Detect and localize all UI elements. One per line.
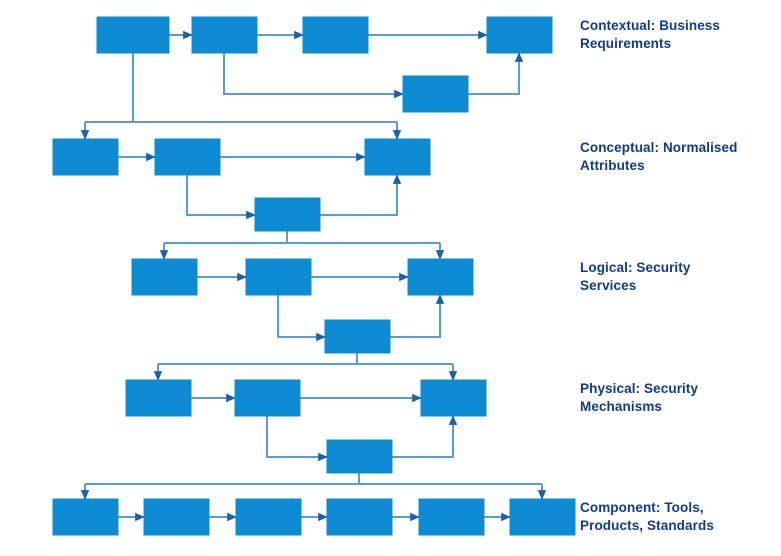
conceptual-box-1[interactable] [52, 138, 119, 176]
layer-label-physical: Physical: Security Mechanisms [580, 381, 699, 415]
box-layer [52, 16, 576, 536]
physical-box-1[interactable] [125, 379, 192, 417]
contextual-box-5[interactable] [402, 75, 469, 113]
logical-box-2[interactable] [245, 258, 312, 296]
conceptual-box-3[interactable] [364, 138, 431, 176]
layer-label-conceptual: Conceptual: Normalised Attributes [580, 140, 738, 174]
component-box-5[interactable] [418, 498, 485, 536]
component-box-4[interactable] [326, 498, 393, 536]
physical-box-4[interactable] [326, 439, 393, 474]
conn-phy-2-to-4 [266, 416, 328, 462]
conn-log-2-to-4 [277, 295, 326, 342]
conn-phy-4-to-3 [392, 415, 458, 458]
physical-box-3[interactable] [420, 379, 487, 417]
logical-box-1[interactable] [131, 258, 198, 296]
conceptual-box-4[interactable] [254, 197, 321, 232]
logical-box-3[interactable] [407, 258, 474, 296]
layer-label-contextual: Contextual: Business Requirements [580, 18, 721, 52]
contextual-box-3[interactable] [302, 16, 369, 54]
contextual-box-1[interactable] [96, 16, 170, 54]
conn-ctx-2-to-5 [223, 53, 404, 99]
conceptual-box-2[interactable] [154, 138, 221, 176]
logical-box-4[interactable] [324, 319, 391, 354]
conn-con-4-to-3 [320, 174, 402, 216]
physical-box-2[interactable] [234, 379, 301, 417]
conn-con-2-to-4 [186, 175, 256, 220]
layer-label-logical: Logical: Security Services [580, 260, 691, 294]
conn-ctx-5-to-4 [468, 52, 524, 95]
connector-layer [80, 30, 547, 522]
component-box-6[interactable] [509, 498, 576, 536]
layer-label-component: Component: Tools, Products, Standards [580, 500, 714, 534]
contextual-box-2[interactable] [191, 16, 258, 54]
component-box-3[interactable] [235, 498, 302, 536]
component-box-1[interactable] [52, 498, 119, 536]
conn-log-4-to-3 [390, 294, 445, 338]
component-box-2[interactable] [143, 498, 210, 536]
contextual-box-4[interactable] [486, 16, 553, 54]
